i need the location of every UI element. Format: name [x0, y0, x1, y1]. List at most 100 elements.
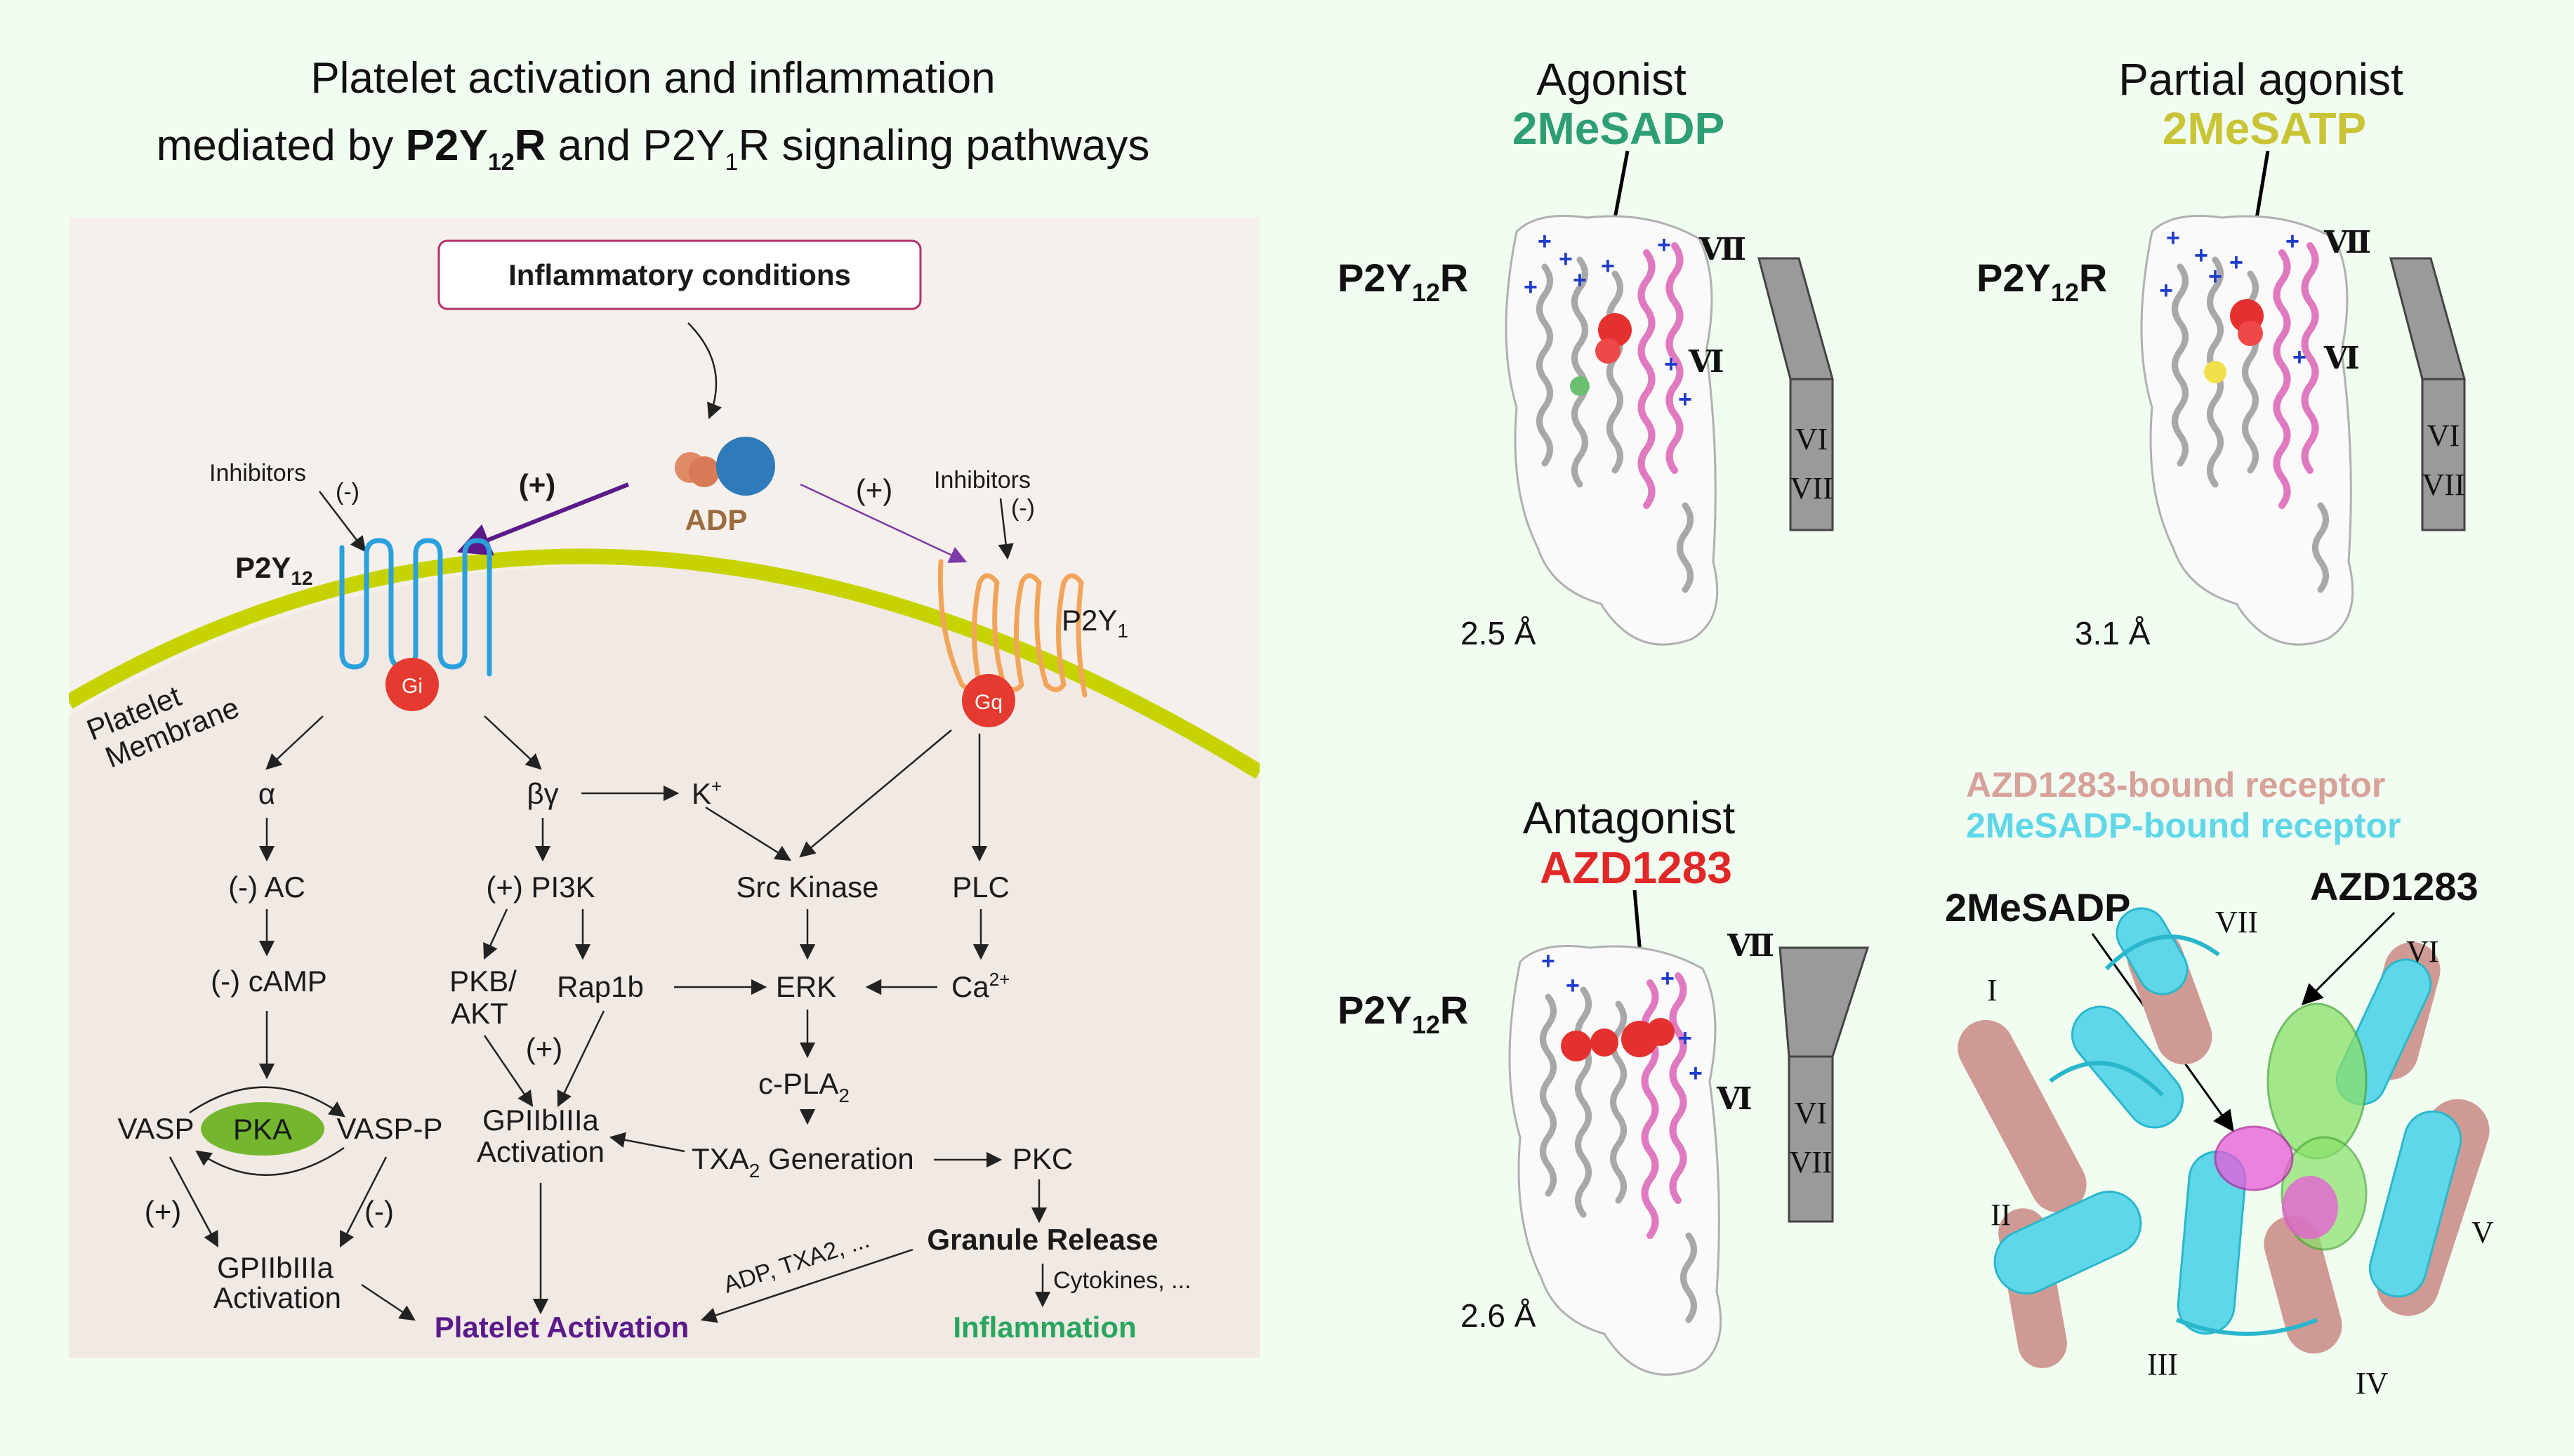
minus-vasp-label: (-)	[364, 1195, 394, 1228]
plus-left-label: (+)	[519, 468, 556, 501]
svg-text:+: +	[1678, 1025, 1692, 1052]
svg-text:+: +	[1573, 267, 1587, 293]
svg-text:+: +	[1559, 246, 1573, 272]
agonist-title: Agonist	[1536, 54, 1687, 105]
overlay-tm-vii: VII	[2215, 905, 2258, 939]
pka-icon	[201, 1102, 324, 1156]
overlay-2mesadp-arrow	[2091, 933, 2234, 1132]
inhibitors-right-sign: (-)	[1011, 495, 1035, 522]
antagonist-title: Antagonist	[1523, 793, 1736, 843]
agonist-resolution: 2.5 Å	[1460, 615, 1536, 651]
svg-text:+: +	[2292, 344, 2306, 371]
svg-text:+: +	[1601, 253, 1615, 279]
title-line-1: Platelet activation and inflammation	[310, 54, 995, 102]
rap1b-to-gp-arrow	[557, 1010, 605, 1108]
gi-label: Gi	[402, 675, 423, 698]
adp-molecule-icon	[675, 437, 775, 496]
partial-ligand: 2MeSATP	[2163, 103, 2366, 154]
partial-helix-vii: VII	[2422, 468, 2464, 502]
inflammatory-conditions-label: Inflammatory conditions	[508, 258, 851, 291]
antagonist-helix-schematic	[1778, 946, 1870, 1223]
svg-text:+: +	[2166, 225, 2180, 251]
agonist-receptor-label: P2Y12R	[1338, 256, 1468, 307]
overlay-structure-image	[1958, 907, 2490, 1368]
legend-2mesadp-bound: 2MeSADP-bound receptor	[1966, 806, 2401, 845]
svg-text:+: +	[1657, 232, 1671, 258]
pkb-label-line-2: AKT	[451, 997, 508, 1030]
svg-text:+: +	[1541, 948, 1555, 974]
svg-text:+: +	[1678, 386, 1692, 413]
svg-text:+: +	[1689, 1060, 1703, 1087]
overlay-tm-iv: IV	[2356, 1366, 2389, 1401]
gi-to-bg-arrow	[484, 715, 542, 770]
pkc-label: PKC	[1012, 1142, 1073, 1175]
svg-text:+: +	[1661, 965, 1675, 992]
gp-mid-label-line-1: GPIIbIIIa	[482, 1104, 599, 1137]
partial-helix-schematic	[2389, 257, 2466, 531]
title-line-2: mediated by P2Y12R and P2Y1R signaling p…	[157, 121, 1150, 176]
gq-to-src-arrow	[799, 729, 952, 858]
partial-resolution: 3.1 Å	[2075, 615, 2151, 651]
plus-right-label: (+)	[856, 473, 893, 506]
pathway-diagram: Platelet activation and inflammation med…	[69, 54, 1260, 1358]
overlay-tm-vi: VI	[2406, 934, 2438, 969]
antagonist-receptor-label: P2Y12R	[1338, 988, 1468, 1039]
inflammatory-to-adp-arrow	[687, 322, 722, 420]
gi-to-alpha-arrow	[265, 715, 324, 770]
svg-text:+: +	[1566, 972, 1580, 999]
txa2-label: TXA2 Generation	[692, 1142, 914, 1182]
svg-text:+: +	[2159, 277, 2173, 304]
gq-protein-icon	[962, 674, 1015, 727]
inhibitors-left-label: Inhibitors	[209, 460, 306, 487]
vaspp-to-gp-arrow	[339, 1156, 388, 1248]
antagonist-structure-image: + + + + +	[1510, 946, 1721, 1375]
gp-left-label-line-2: Activation	[213, 1281, 341, 1314]
overlay-azd1283-label: AZD1283	[2310, 864, 2479, 908]
inhibitors-right-label: Inhibitors	[934, 467, 1031, 494]
antagonist-ligand: AZD1283	[1540, 842, 1732, 893]
agonist-ligand: 2MeSADP	[1512, 103, 1724, 154]
partial-helix-vi: VI	[2427, 418, 2460, 453]
txa2-to-gp-arrow	[609, 1132, 685, 1153]
inflammation-label: Inflammation	[953, 1311, 1136, 1344]
partial-structure-image: +++++++	[2141, 216, 2353, 645]
ca-label: Ca2+	[951, 969, 1010, 1003]
pka-label: PKA	[233, 1113, 292, 1146]
p2y12-receptor-icon	[339, 538, 492, 677]
k-plus-label: K+	[692, 776, 722, 810]
adp-label: ADP	[685, 503, 748, 536]
granule-to-platelet-arrow	[700, 1248, 913, 1323]
agonist-tm-vii: Ⅶ	[1698, 232, 1746, 267]
legend-azd1283-bound: AZD1283-bound receptor	[1966, 765, 2385, 805]
svg-text:+: +	[2285, 228, 2299, 255]
antagonist-tm-vii: Ⅶ	[1727, 929, 1774, 963]
agonist-arrow	[1588, 150, 1630, 304]
partial-receptor-label: P2Y12R	[1976, 256, 2107, 307]
overlay-tm-ii: II	[1991, 1198, 2011, 1232]
svg-text:+: +	[2229, 249, 2243, 276]
vasp-to-vaspp-arrow	[189, 1086, 345, 1118]
cpla2-label: c-PLA2	[758, 1067, 850, 1106]
granule-release-label: Granule Release	[927, 1223, 1158, 1256]
vasp-p-label: VASP-P	[337, 1112, 443, 1145]
svg-text:+: +	[1524, 274, 1538, 300]
antagonist-arrow	[1626, 889, 1661, 1028]
src-kinase-label: Src Kinase	[736, 871, 878, 904]
partial-tm-vi: Ⅵ	[2323, 341, 2360, 376]
gq-label: Gq	[975, 691, 1003, 714]
rap1b-label: Rap1b	[557, 970, 644, 1003]
p2y12-label: P2Y12	[235, 551, 313, 589]
overlay-tm-i: I	[1987, 973, 1998, 1007]
partial-arrow	[2234, 150, 2270, 281]
vasp-label: VASP	[118, 1112, 194, 1145]
gp-mid-label-line-2: Activation	[477, 1135, 605, 1168]
pi3k-label: (+) PI3K	[486, 871, 595, 904]
partial-tm-vii: Ⅶ	[2323, 225, 2371, 260]
inhibitors-left-sign: (-)	[336, 479, 359, 505]
svg-text:+: +	[2208, 263, 2222, 290]
overlay-azd1283-arrow	[2301, 911, 2396, 1006]
gp-left-label-line-1: GPIIbIIIa	[217, 1251, 334, 1284]
vasp-to-gp-arrow	[169, 1156, 219, 1247]
adp-to-p2y12-arrow	[456, 482, 630, 556]
partial-title: Partial agonist	[2118, 54, 2403, 105]
